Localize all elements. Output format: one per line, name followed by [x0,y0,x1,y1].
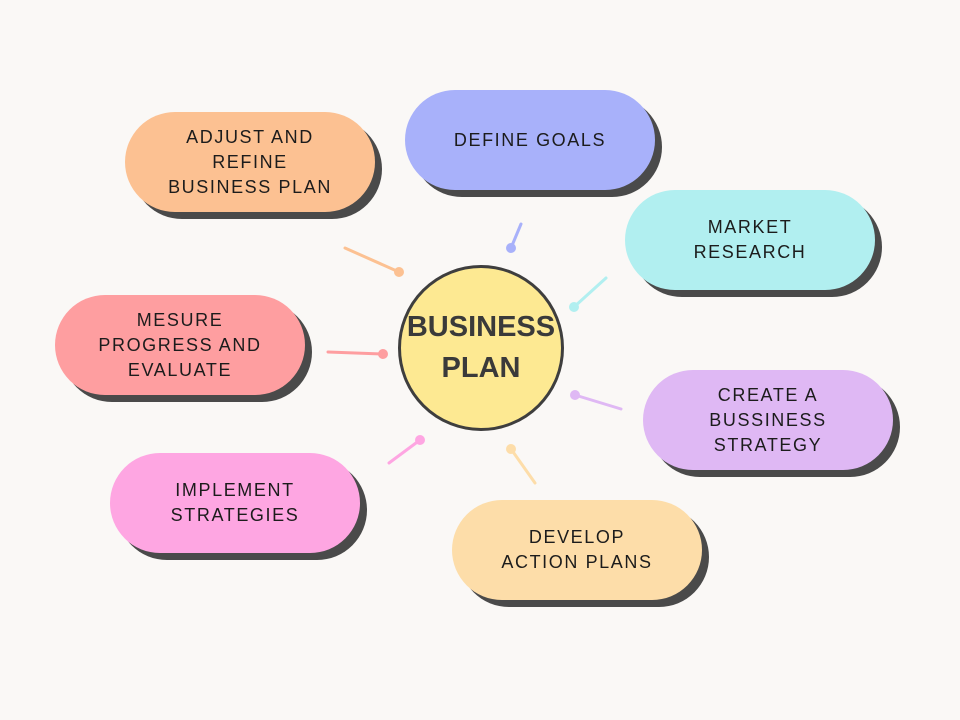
node-implement-label: IMPLEMENT STRATEGIES [170,480,300,525]
connector-measure [326,350,385,356]
connector-dot-define [506,243,516,253]
node-create-strategy: CREATE A BUSSINESS STRATEGY [643,370,893,470]
connector-implement [387,438,422,465]
connector-dot-market [569,302,579,312]
connector-adjust [343,246,401,274]
node-market-research: MARKET RESEARCH [625,190,875,290]
connector-dot-create [570,390,580,400]
node-measure-progress: MESURE PROGRESS AND EVALUATE [55,295,305,395]
node-market-label: MARKET RESEARCH [693,217,807,262]
node-create-label: CREATE A BUSSINESS STRATEGY [709,384,827,455]
connector-dot-develop [506,444,516,454]
node-develop-action-plans: DEVELOP ACTION PLANS [452,500,702,600]
node-develop-label: DEVELOP ACTION PLANS [501,527,653,572]
node-measure-label: MESURE PROGRESS AND EVALUATE [98,309,262,380]
connector-create [573,393,623,411]
connector-dot-adjust [394,267,404,277]
node-implement-strategies: IMPLEMENT STRATEGIES [110,453,360,553]
connector-develop [509,447,537,485]
connector-dot-measure [378,349,388,359]
node-adjust-and-refine: ADJUST AND REFINE BUSINESS PLAN [125,112,375,212]
connector-market [572,276,608,309]
node-adjust-label: ADJUST AND REFINE BUSINESS PLAN [168,126,332,197]
center-node-business-plan: BUSINESS PLAN [398,265,564,431]
center-node-label: BUSINESS PLAN [406,311,556,384]
node-define-goals: DEFINE GOALS [405,90,655,190]
node-define-label: DEFINE GOALS [453,129,607,150]
connector-dot-implement [415,435,425,445]
